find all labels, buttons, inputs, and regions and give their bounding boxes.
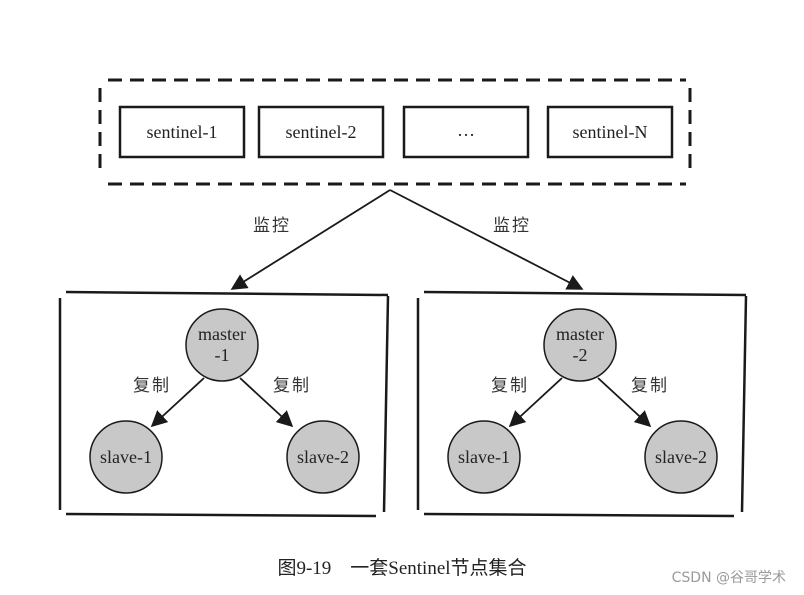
sentinel-group-border (98, 78, 692, 186)
sentinel-node-label: sentinel-N (573, 122, 648, 142)
replicate-label: 复制 (631, 376, 669, 396)
slave-node (89, 420, 163, 494)
sentinel-node-2: sentinel-2 (257, 105, 385, 159)
slave-label: slave-1 (458, 447, 510, 467)
replicate-arrow (597, 377, 652, 428)
monitor-left-label: 监控 (253, 216, 291, 236)
replicate-label: 复制 (491, 376, 529, 396)
monitor-arrow-right (389, 189, 584, 290)
figure-caption: 图9-19 一套Sentinel节点集合 (277, 558, 527, 579)
sentinel-node-1: sentinel-1 (118, 105, 246, 159)
master-label: master (198, 324, 246, 344)
master-label: -2 (573, 345, 588, 365)
replicate-arrow (508, 377, 563, 428)
slave-label: slave-2 (655, 447, 707, 467)
monitor-right-label: 监控 (493, 216, 531, 236)
cluster-1: master -1 复制 复制 slave-1 slave-2 (58, 290, 390, 518)
watermark: CSDN @谷哥学术 (671, 570, 786, 586)
master-label: master (556, 324, 604, 344)
sentinel-node-label: … (457, 120, 475, 140)
master-node (185, 308, 259, 382)
master-label: -1 (215, 345, 230, 365)
sentinel-node-ellipsis: … (402, 105, 530, 159)
replicate-label: 复制 (133, 376, 171, 396)
master-node (543, 308, 617, 382)
slave-node (286, 420, 360, 494)
sentinel-node-label: sentinel-1 (147, 122, 218, 142)
sentinel-node-n: sentinel-N (546, 105, 674, 159)
cluster-2: master -2 复制 复制 slave-1 slave-2 (416, 290, 748, 518)
replicate-arrow (239, 377, 294, 428)
slave-node (447, 420, 521, 494)
replicate-arrow (150, 377, 205, 428)
sentinel-node-label: sentinel-2 (286, 122, 357, 142)
slave-label: slave-2 (297, 447, 349, 467)
replicate-label: 复制 (273, 376, 311, 396)
slave-node (644, 420, 718, 494)
monitor-arrow-left (230, 189, 391, 290)
slave-label: slave-1 (100, 447, 152, 467)
